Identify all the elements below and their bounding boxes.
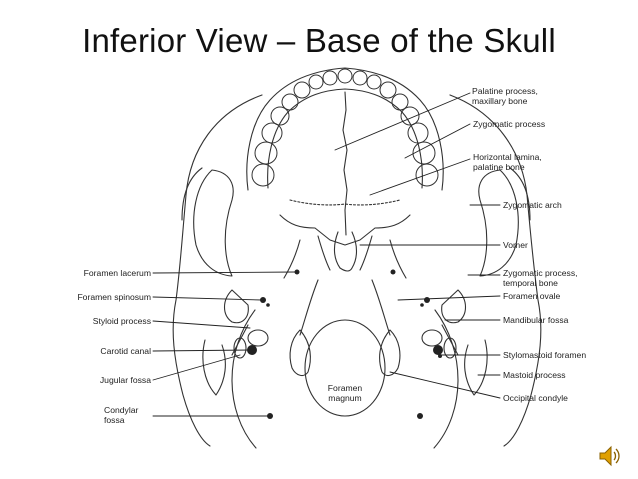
mastoid-left (202, 339, 226, 396)
label-horizontal-lamina: Horizontal lamina, palatine bone (473, 152, 542, 172)
skull-outline (172, 94, 542, 447)
occipital-condyle-right (379, 329, 401, 377)
label-zygomatic-arch: Zygomatic arch (503, 200, 562, 210)
label-zygomatic-process: Zygomatic process (473, 119, 546, 129)
label-foramen-lacerum: Foramen lacerum (83, 268, 151, 278)
label-zygomatic-process-temporal: Zygomatic process, temporal bone (503, 268, 578, 288)
dental-arch-outer (246, 67, 444, 191)
speaker-icon-graphic (599, 445, 620, 467)
foramina (247, 269, 443, 419)
dental-arch-inner (267, 88, 423, 189)
label-palatine-process: Palatine process, maxillary bone (472, 86, 538, 106)
label-condylar-fossa: Condylar fossa (104, 405, 139, 425)
basioccipital (299, 279, 391, 336)
pterygoid-region (279, 214, 411, 246)
label-foramen-ovale: Foramen ovale (503, 291, 561, 301)
label-foramen-magnum: Foramen magnum (327, 383, 363, 403)
speaker-icon[interactable] (598, 444, 620, 473)
slide-title: Inferior View – Base of the Skull (82, 22, 556, 59)
zygomatic-arch-left (193, 169, 234, 277)
label-mandibular-fossa: Mandibular fossa (503, 315, 569, 325)
vomer (333, 231, 358, 272)
occipital-outline (231, 309, 459, 449)
label-mastoid-process: Mastoid process (503, 370, 566, 380)
palate-midline (342, 91, 348, 236)
label-vomer: Vomer (503, 240, 528, 250)
teeth (251, 68, 439, 187)
label-occipital-condyle: Occipital condyle (503, 393, 568, 403)
zygomatic-arch-right (478, 169, 519, 277)
label-carotid-canal: Carotid canal (100, 346, 151, 356)
label-jugular-fossa: Jugular fossa (99, 375, 151, 385)
foramen-magnum (304, 319, 386, 417)
leader-lines (152, 92, 501, 417)
label-stylomastoid-foramen: Stylomastoid foramen (503, 350, 587, 360)
label-styloid-process: Styloid process (92, 316, 151, 326)
occipital-condyle-left (289, 329, 311, 377)
label-foramen-spinosum: Foramen spinosum (77, 292, 151, 302)
mastoid-right (464, 339, 488, 396)
